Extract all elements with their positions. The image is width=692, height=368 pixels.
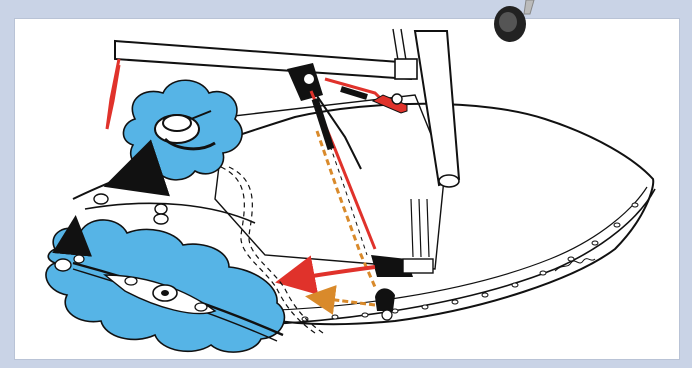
boom: [115, 41, 417, 79]
winch-arrow: [115, 175, 139, 183]
hull-toe-rail-inner: [251, 187, 647, 311]
orange-lead-arrow: [311, 297, 375, 305]
cabintop-cleat: [371, 199, 433, 277]
alternate-route-orange: [317, 131, 375, 287]
hull-toe-rail: [255, 189, 655, 325]
overhang-knob-icon: [486, 0, 546, 50]
red-lead-arrow: [283, 267, 375, 281]
traveler-arrow: [73, 223, 75, 245]
rigging-diagram: [15, 19, 679, 359]
illustration-panel: [14, 18, 680, 360]
outhaul-line: [107, 59, 119, 129]
alternate-route-orange-2: [325, 131, 367, 255]
deck-block: [375, 288, 395, 320]
winch-callout: [123, 80, 242, 180]
